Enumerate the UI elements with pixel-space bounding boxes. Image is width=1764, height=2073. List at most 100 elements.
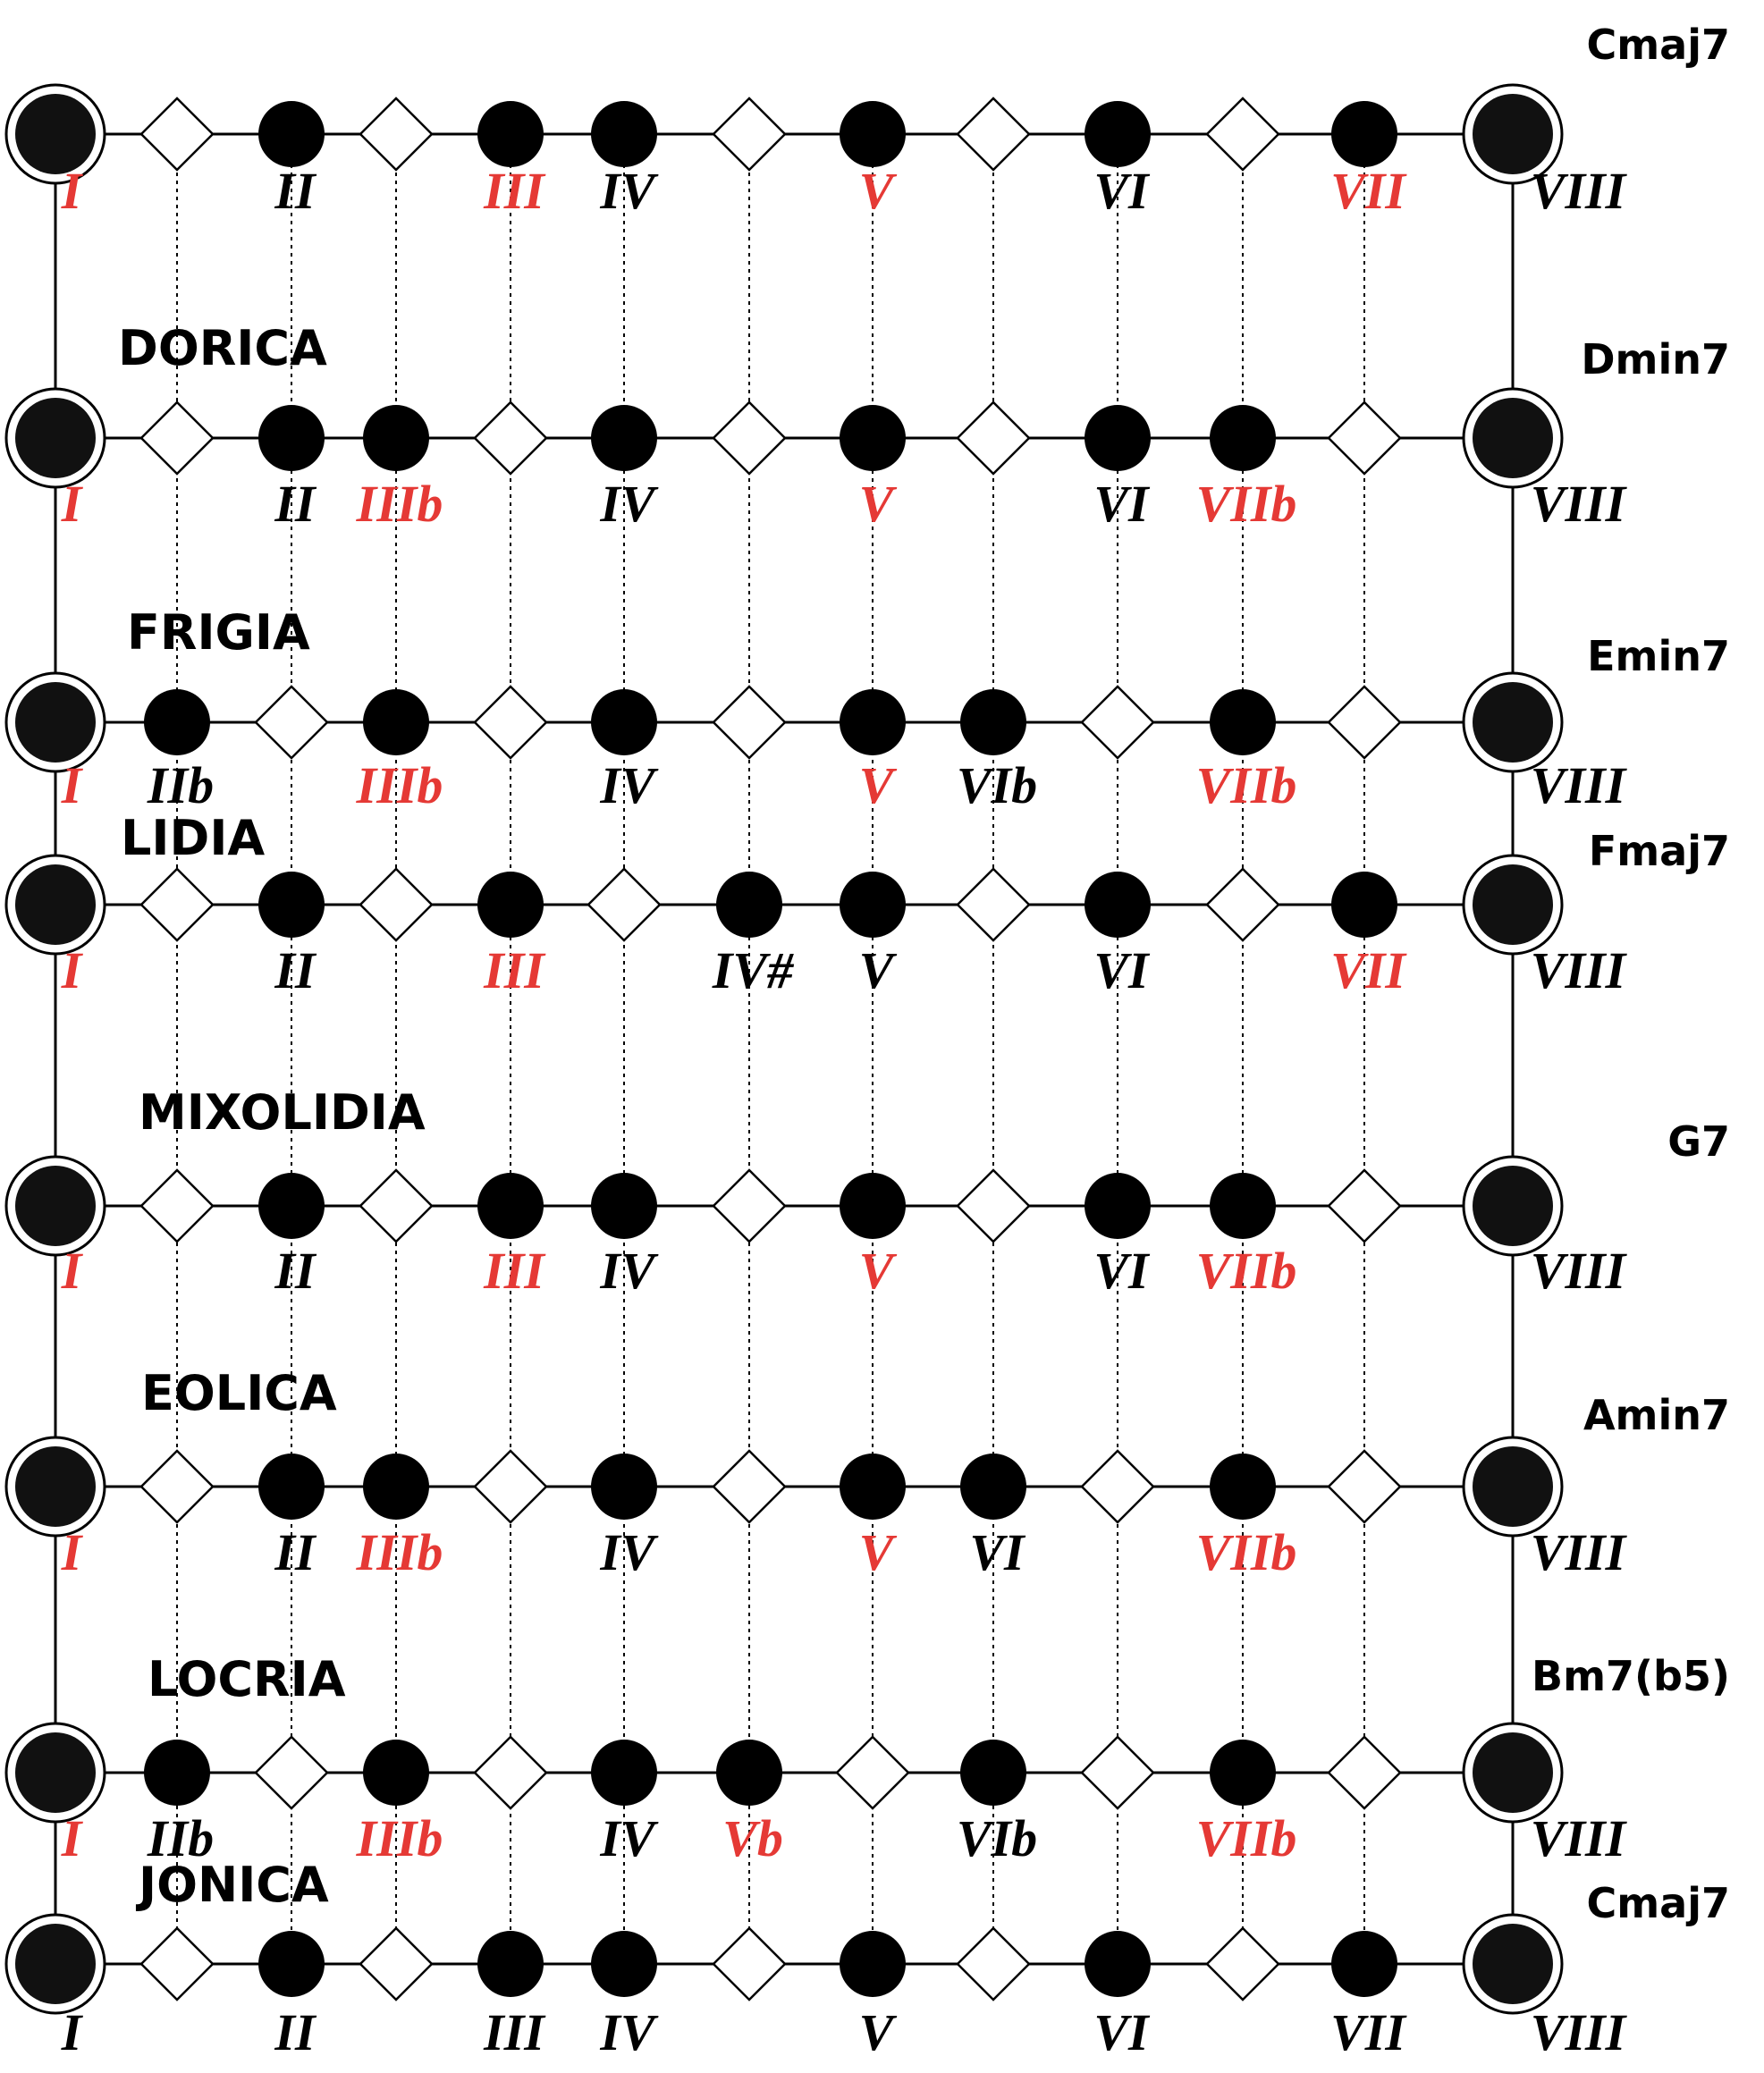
scale-tone-marker — [477, 872, 544, 938]
non-scale-tone-marker — [359, 97, 434, 172]
scale-tone-marker — [716, 872, 782, 938]
non-scale-tone-marker — [473, 400, 548, 476]
degree-label: VIII — [1531, 1523, 1628, 1581]
degree-label: VIII — [1531, 1809, 1628, 1867]
degree-label: I — [61, 162, 84, 220]
scale-tone-marker — [840, 689, 906, 755]
degree-label: III — [483, 1242, 546, 1300]
scale-tone-marker — [477, 1173, 544, 1239]
scale-tone-marker — [258, 1173, 325, 1239]
degree-label: IV — [599, 756, 659, 814]
degree-label: VIII — [1531, 162, 1628, 220]
degree-label: V — [859, 475, 898, 533]
degree-label: II — [274, 475, 317, 533]
root-marker — [4, 1913, 106, 2015]
scale-tone-marker — [840, 1173, 906, 1239]
root-marker — [1462, 83, 1564, 185]
degree-label: II — [274, 162, 317, 220]
mode-name: DORICA — [118, 320, 327, 376]
non-scale-tone-marker — [712, 400, 787, 476]
mode-name: JONICA — [135, 1857, 329, 1913]
non-scale-tone-marker — [1327, 1735, 1402, 1810]
degree-label: I — [61, 475, 84, 533]
non-scale-tone-marker — [254, 685, 329, 760]
scale-tone-marker — [1331, 1931, 1397, 1997]
non-scale-tone-marker — [254, 1735, 329, 1810]
degree-label: VIb — [957, 756, 1037, 814]
degree-label: IIIb — [356, 1523, 443, 1581]
degree-label: VIIb — [1196, 1242, 1297, 1300]
scale-tone-marker — [1085, 872, 1151, 938]
degree-label: IIIb — [356, 1809, 443, 1867]
root-marker — [1462, 854, 1564, 956]
degree-label: IV — [599, 1242, 659, 1300]
scale-tone-marker — [1210, 1454, 1276, 1520]
scale-tone-marker — [716, 1740, 782, 1806]
root-marker — [1462, 671, 1564, 773]
root-marker — [1462, 1155, 1564, 1257]
root-marker — [4, 671, 106, 773]
scale-tone-marker — [144, 1740, 210, 1806]
chord-name: Cmaj7 — [1586, 1879, 1730, 1927]
degree-label: II — [274, 941, 317, 999]
degree-label: VI — [1093, 1242, 1151, 1300]
chord-name: Cmaj7 — [1586, 21, 1730, 69]
non-scale-tone-marker — [1080, 685, 1155, 760]
degree-label: V — [859, 1242, 898, 1300]
mode-name: LIDIA — [121, 810, 265, 866]
scale-tone-marker — [960, 1454, 1026, 1520]
scale-tone-marker — [144, 689, 210, 755]
scale-tone-marker — [1085, 405, 1151, 471]
degree-label: IV — [599, 1523, 659, 1581]
non-scale-tone-marker — [139, 1449, 215, 1524]
non-scale-tone-marker — [1327, 685, 1402, 760]
root-marker — [1462, 387, 1564, 489]
semitone-guides — [176, 116, 1365, 1982]
scale-tone-marker — [1210, 405, 1276, 471]
scale-tone-marker — [1085, 1931, 1151, 1997]
scale-tone-marker — [477, 1931, 544, 1997]
root-marker — [4, 1155, 106, 1257]
scale-tone-marker — [258, 1454, 325, 1520]
non-scale-tone-marker — [139, 867, 215, 942]
degree-label: IIIb — [356, 475, 443, 533]
scale-tone-marker — [840, 1454, 906, 1520]
scale-tone-marker — [1331, 101, 1397, 167]
chord-name: Dmin7 — [1581, 335, 1730, 383]
scale-tone-marker — [591, 1454, 657, 1520]
mode-name: LOCRIA — [148, 1651, 346, 1707]
scale-tone-marker — [258, 405, 325, 471]
scale-tone-marker — [258, 872, 325, 938]
degree-label: VIIb — [1196, 1523, 1297, 1581]
degree-label: VII — [1330, 162, 1407, 220]
degree-label: IIIb — [356, 756, 443, 814]
scale-tone-marker — [363, 405, 429, 471]
degree-label: VI — [1093, 2003, 1151, 2061]
scale-tone-marker — [363, 689, 429, 755]
non-scale-tone-marker — [1327, 1168, 1402, 1243]
chord-name: Amin7 — [1583, 1391, 1730, 1439]
scale-tone-marker — [591, 689, 657, 755]
non-scale-tone-marker — [956, 867, 1031, 942]
root-marker — [4, 1436, 106, 1538]
mode-name: EOLICA — [141, 1365, 337, 1421]
degree-label: VI — [1093, 162, 1151, 220]
degree-label: VIII — [1531, 756, 1628, 814]
scale-tone-marker — [960, 1740, 1026, 1806]
degree-label: VIIb — [1196, 475, 1297, 533]
degree-label: VI — [1093, 941, 1151, 999]
non-scale-tone-marker — [1080, 1449, 1155, 1524]
scale-tone-marker — [1210, 689, 1276, 755]
root-marker — [4, 854, 106, 956]
chord-name: Emin7 — [1587, 632, 1730, 680]
non-scale-tone-marker — [139, 1168, 215, 1243]
non-scale-tone-marker — [1205, 1926, 1280, 2001]
degree-label: I — [61, 1242, 84, 1300]
degree-label: I — [61, 756, 84, 814]
non-scale-tone-marker — [712, 685, 787, 760]
root-marker — [4, 83, 106, 185]
root-marker — [1462, 1436, 1564, 1538]
degree-label: IV — [599, 1809, 659, 1867]
